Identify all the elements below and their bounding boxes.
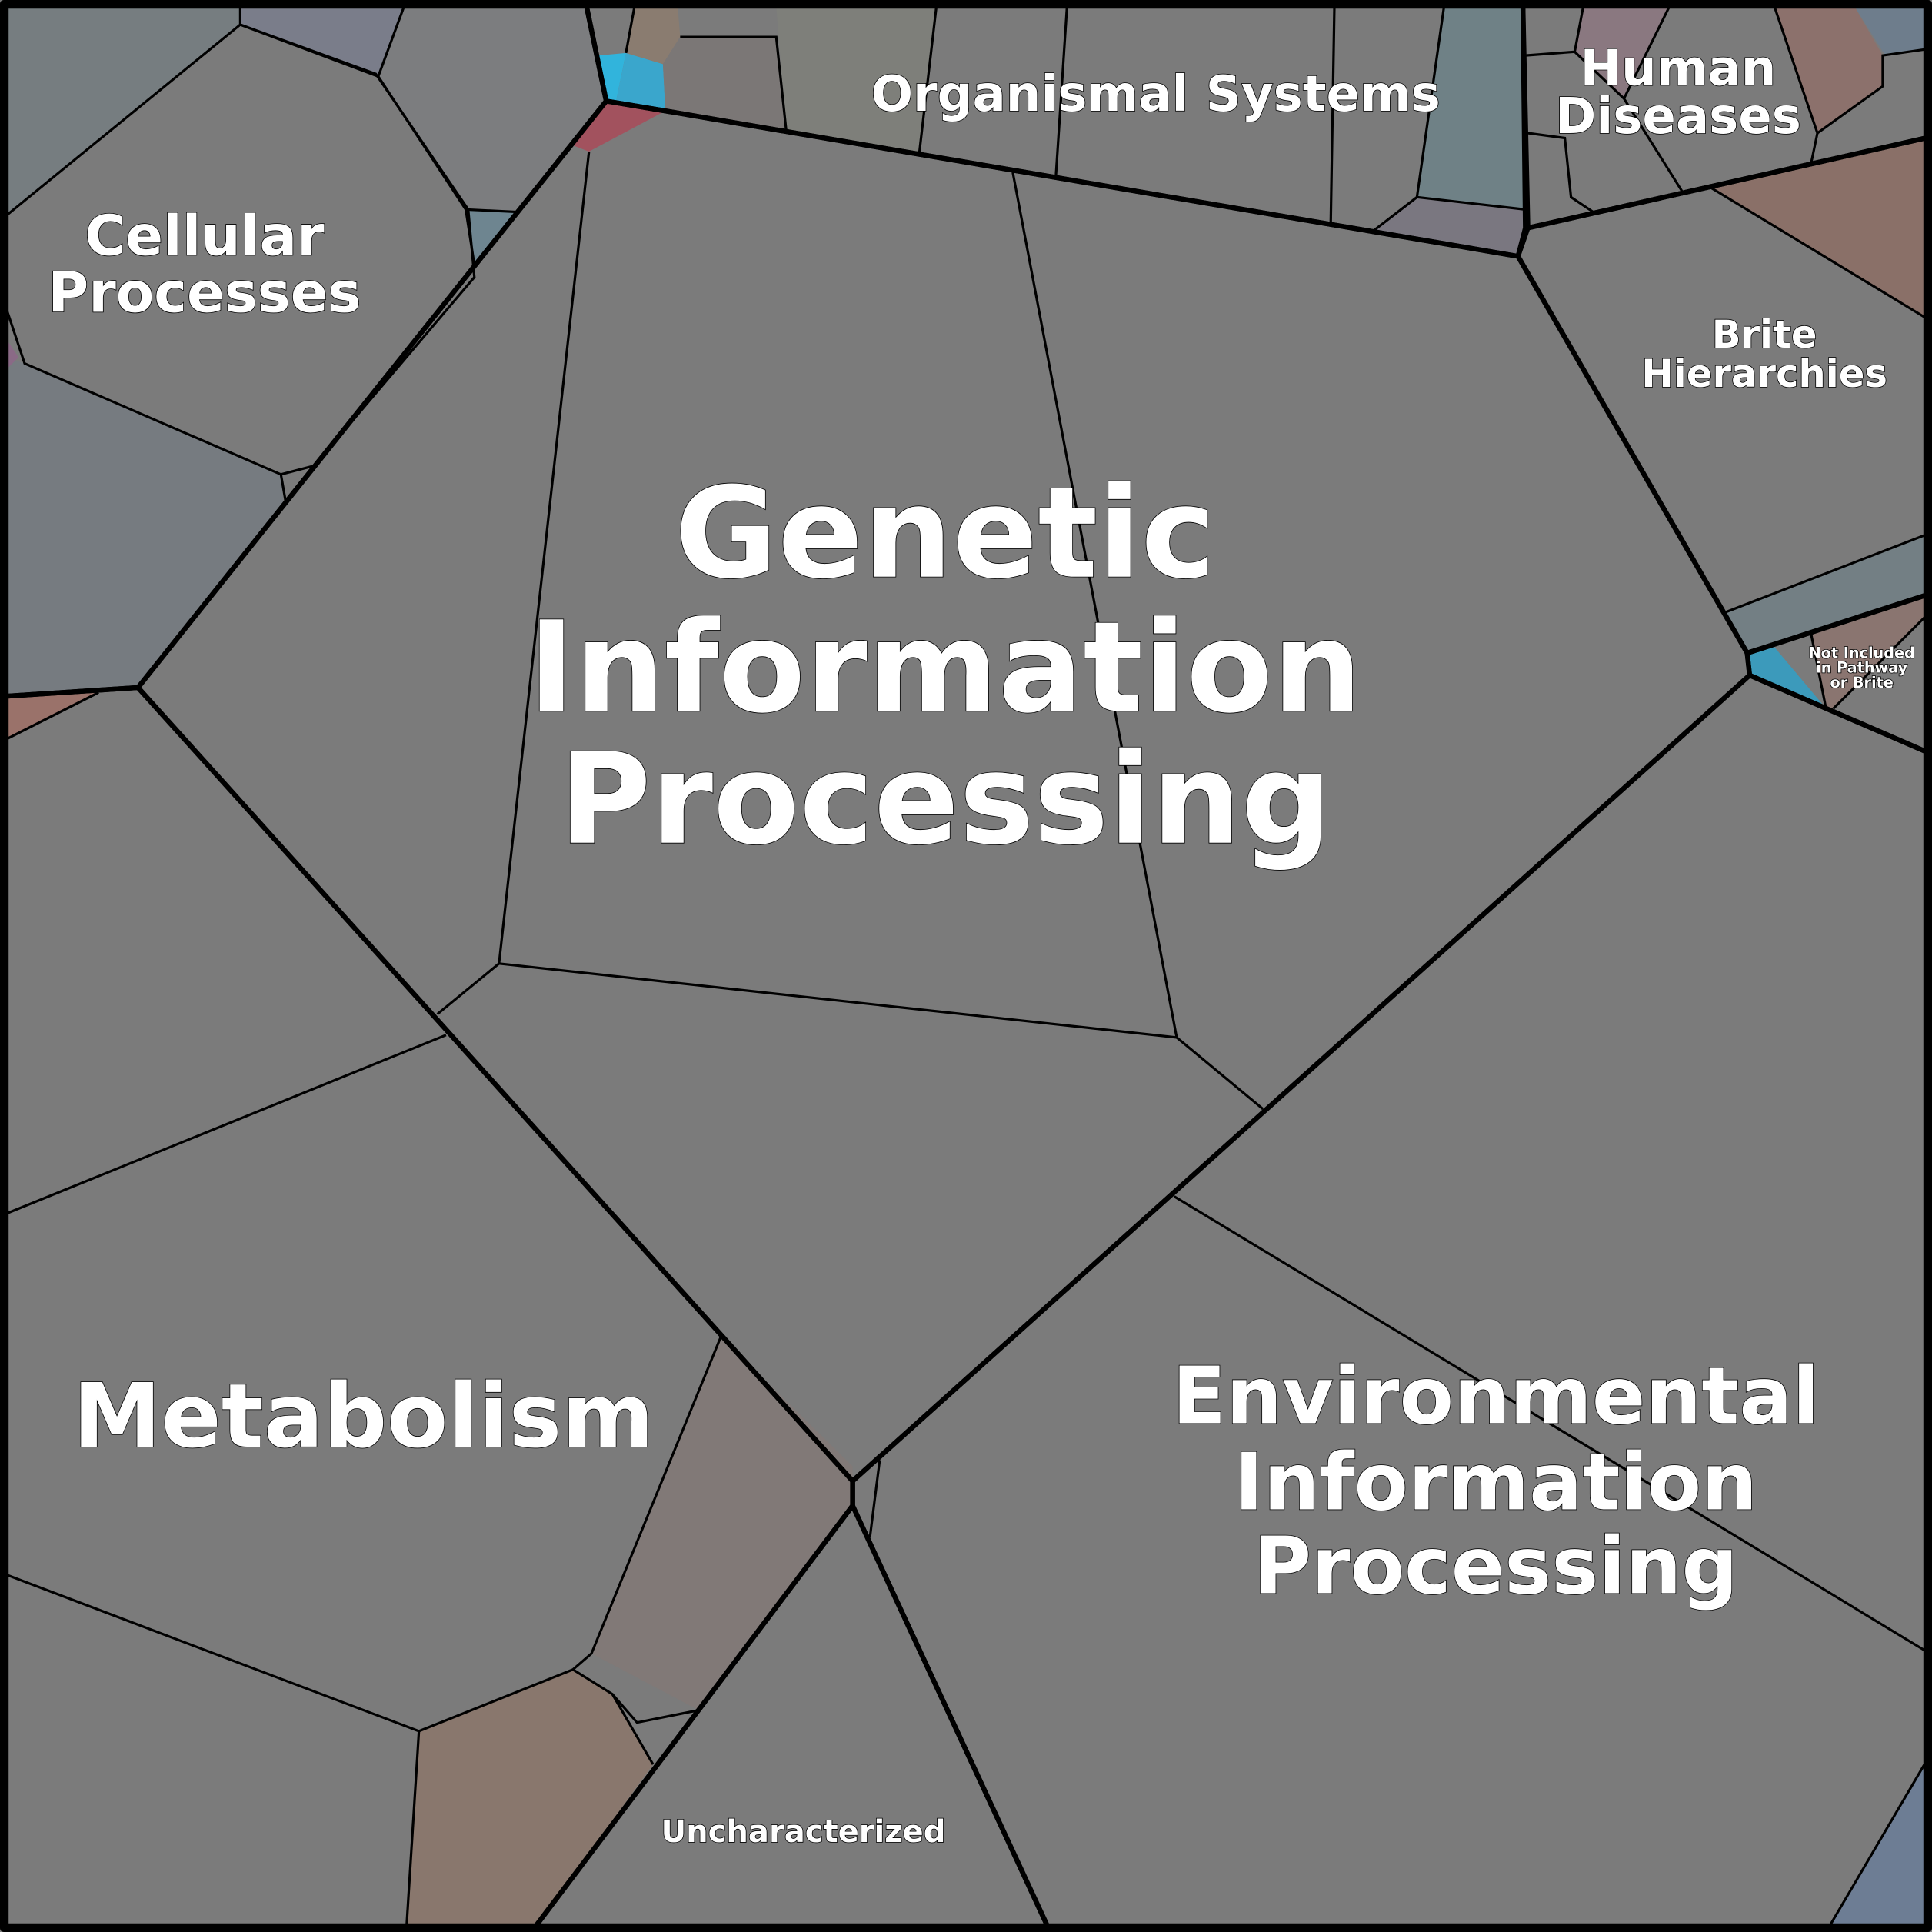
cell <box>625 6 681 65</box>
not-included-label-line3: or Brite <box>1830 674 1894 691</box>
environmental-label-line3: Processing <box>1254 1521 1738 1612</box>
cell <box>572 101 666 152</box>
cell <box>616 52 666 108</box>
environmental-label-line1: Environmental <box>1172 1351 1820 1442</box>
cell <box>1724 535 1926 654</box>
cell <box>1811 595 1926 709</box>
human-diseases-label-line2: Diseases <box>1555 88 1801 145</box>
cellular-label-line2: Processes <box>48 261 361 325</box>
cell <box>1574 6 1670 99</box>
cell <box>406 1669 654 1926</box>
sub-cells <box>6 6 1926 1926</box>
cell <box>240 6 405 77</box>
metabolism-label: Metabolism <box>73 1365 655 1468</box>
cell <box>1374 197 1526 257</box>
genetic-label-line1: Genetic <box>675 460 1215 607</box>
human-diseases-label-line1: Human <box>1581 41 1777 98</box>
sub-borders <box>5 5 1927 1927</box>
cell <box>1854 6 1926 56</box>
cell <box>1774 6 1883 134</box>
not-included-label-line2: in Pathway <box>1816 659 1908 677</box>
cell <box>1747 647 1827 709</box>
cell <box>591 1337 853 1710</box>
brite-label-line1: Brite <box>1712 312 1817 357</box>
cell <box>1710 138 1926 318</box>
organismal-label: Organismal Systems <box>871 66 1441 123</box>
uncharacterized-label: Uncharacterized <box>661 1814 946 1850</box>
cell <box>1417 6 1526 210</box>
genetic-label-line2: Information <box>528 594 1362 741</box>
cell <box>6 357 284 697</box>
cell <box>465 209 518 265</box>
cell <box>776 6 937 155</box>
genetic-label-line3: Processing <box>559 726 1331 873</box>
environmental-label-line2: Information <box>1234 1437 1757 1529</box>
cellular-label-line1: Cellular <box>85 205 325 269</box>
cell <box>6 6 241 216</box>
brite-label-line2: Hierarchies <box>1641 351 1887 396</box>
cell <box>6 338 19 370</box>
cell <box>662 37 787 130</box>
not-included-label-line1: Not Included <box>1809 644 1915 661</box>
